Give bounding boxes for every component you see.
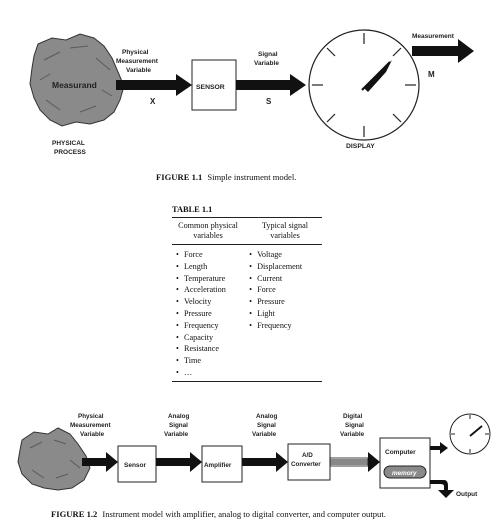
f2-dial-needle xyxy=(469,425,483,437)
f2-memory-box xyxy=(383,465,427,479)
f2-phys-var-3: Variable xyxy=(80,431,105,438)
table-body: Force Length Temperature Acceleration Ve… xyxy=(172,245,322,382)
phys-var-label-1: Physical xyxy=(122,49,149,56)
f2-arrow-1 xyxy=(82,452,118,472)
f2-digital-1: Digital xyxy=(343,413,362,420)
s-label: S xyxy=(266,97,272,106)
table-1-1: TABLE 1.1 Common physical variables Typi… xyxy=(172,205,322,382)
list-item: Force xyxy=(176,249,245,261)
f2-amplifier-box xyxy=(201,445,243,483)
f2-ad-box xyxy=(287,443,331,481)
signal-var-label-2: Variable xyxy=(254,60,279,67)
f2-analog2-3: Variable xyxy=(252,431,277,438)
list-item: Capacity xyxy=(176,332,245,344)
f2-arrow-4 xyxy=(329,452,380,472)
list-item: Pressure xyxy=(176,308,245,320)
m-label: M xyxy=(428,70,435,79)
display-label: DISPLAY xyxy=(346,143,375,150)
f2-analog1-3: Variable xyxy=(164,431,189,438)
f2-digital-2: Signal xyxy=(345,422,364,429)
list-item: Pressure xyxy=(249,296,322,308)
signal-var-label-1: Signal xyxy=(258,51,278,58)
phys-var-label-2: Measurement xyxy=(116,58,159,65)
display-dial xyxy=(308,29,420,141)
f2-arrow-5 xyxy=(430,442,448,454)
list-item: Light xyxy=(249,308,322,320)
figure-1-1: Measurand PHYSICAL PROCESS Physical Meas… xyxy=(29,29,474,156)
list-item: Resistance xyxy=(176,343,245,355)
f2-analog1-1: Analog xyxy=(168,413,189,420)
list-item: Velocity xyxy=(176,296,245,308)
caption-text: Simple instrument model. xyxy=(207,172,297,182)
f2-output-label: Output xyxy=(456,491,478,498)
arrow-m xyxy=(412,39,474,63)
f2-computer-label: Computer xyxy=(385,449,416,456)
f2-sensor-box xyxy=(117,445,157,483)
f2-output-arrow xyxy=(430,480,454,498)
table-header: Common physical variables Typical signal… xyxy=(172,218,322,245)
table-col1-list: Force Length Temperature Acceleration Ve… xyxy=(172,249,245,379)
list-item: … xyxy=(176,367,245,379)
list-item: Frequency xyxy=(176,320,245,332)
arrow-x xyxy=(116,74,192,96)
f2-digital-3: Variable xyxy=(340,431,365,438)
measurand-label: Measurand xyxy=(52,80,97,90)
caption-text: Instrument model with amplifier, analog … xyxy=(102,509,386,519)
f2-analog2-2: Signal xyxy=(257,422,276,429)
f2-amplifier-label: Amplifier xyxy=(204,462,232,469)
list-item: Displacement xyxy=(249,261,322,273)
measurement-label: Measurement xyxy=(412,33,455,40)
sensor-label: SENSOR xyxy=(196,84,225,91)
f2-computer-box xyxy=(379,437,431,489)
f2-phys-var-2: Measurement xyxy=(70,422,111,429)
f2-ad-label-2: Converter xyxy=(291,461,321,468)
list-item: Voltage xyxy=(249,249,322,261)
f2-memory-label: memory xyxy=(392,470,417,477)
f2-analog2-1: Analog xyxy=(256,413,277,420)
figure-1-2: Physical Measurement Variable Sensor Ana… xyxy=(17,413,491,498)
measurand-shape-small xyxy=(17,427,91,491)
figure-1-1-caption: FIGURE 1.1 Simple instrument model. xyxy=(156,172,296,182)
f2-arrow-3 xyxy=(242,452,288,472)
list-item: Acceleration xyxy=(176,284,245,296)
f2-analog1-2: Signal xyxy=(169,422,188,429)
caption-number: FIGURE 1.1 xyxy=(156,172,203,182)
physical-process-label-1: PHYSICAL xyxy=(52,140,85,147)
figure-1-2-caption: FIGURE 1.2 Instrument model with amplifie… xyxy=(51,509,386,519)
list-item: Force xyxy=(249,284,322,296)
table-title: TABLE 1.1 xyxy=(172,205,322,218)
list-item: Time xyxy=(176,355,245,367)
measurand-shape xyxy=(29,33,125,127)
table-header-col1: Common physical variables xyxy=(178,221,238,240)
physical-process-label-2: PROCESS xyxy=(54,149,86,156)
list-item: Temperature xyxy=(176,273,245,285)
list-item: Length xyxy=(176,261,245,273)
list-item: Current xyxy=(249,273,322,285)
phys-var-label-3: Variable xyxy=(126,67,151,74)
f2-ad-label-1: A/D xyxy=(302,452,313,459)
f2-arrow-2 xyxy=(156,452,202,472)
table-col2-list: Voltage Displacement Current Force Press… xyxy=(245,249,322,379)
f2-sensor-label: Sensor xyxy=(124,462,147,469)
arrow-s xyxy=(236,74,306,96)
f2-dial xyxy=(449,413,491,455)
f2-phys-var-1: Physical xyxy=(78,413,104,420)
list-item: Frequency xyxy=(249,320,322,332)
table-header-col2: Typical signal variables xyxy=(261,221,309,240)
caption-number: FIGURE 1.2 xyxy=(51,509,98,519)
x-label: X xyxy=(150,97,156,106)
